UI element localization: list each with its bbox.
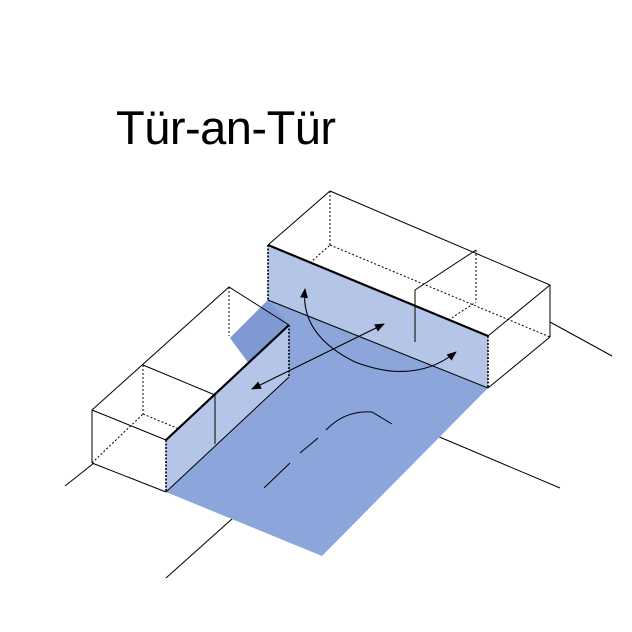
street-line-left [64,462,95,487]
interaction-arrows [251,288,457,390]
shared-courtyard [166,300,488,556]
diagram-title: Tür-an-Tür [116,101,336,154]
street-line-right [422,429,561,489]
left-building [91,286,290,493]
street-line-front [165,509,243,579]
street-line-back [549,321,613,357]
courtyard-path [263,411,393,489]
arrow-head-icon [300,288,457,372]
street-lines [64,321,613,579]
